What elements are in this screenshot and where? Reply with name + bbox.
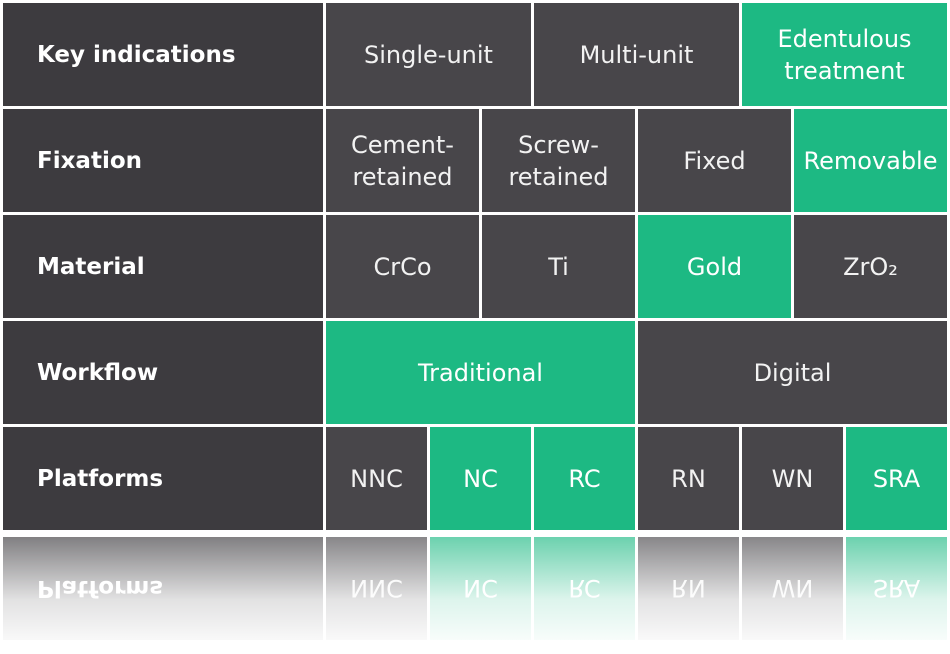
option-crco[interactable]: CrCo [326, 215, 479, 318]
option-ti[interactable]: Ti [482, 215, 635, 318]
row-fixation: Fixation Cement-retained Screw-retained … [3, 109, 947, 212]
row-label-key-indications: Key indications [3, 3, 323, 106]
reflection-fade [3, 537, 947, 651]
option-nc[interactable]: NC [430, 427, 531, 530]
option-screw-retained[interactable]: Screw-retained [482, 109, 635, 212]
option-removable[interactable]: Removable [794, 109, 947, 212]
row-label-fixation: Fixation [3, 109, 323, 212]
option-multi-unit[interactable]: Multi-unit [534, 3, 739, 106]
row-workflow: Workflow Traditional Digital [3, 321, 947, 424]
option-cement-retained[interactable]: Cement-retained [326, 109, 479, 212]
row-key-indications: Key indications Single-unit Multi-unit E… [3, 3, 947, 106]
option-gold[interactable]: Gold [638, 215, 791, 318]
option-edentulous-treatment[interactable]: Edentulous treatment [742, 3, 947, 106]
row-platforms: Platforms NNC NC RC RN WN SRA [3, 427, 947, 530]
option-wn[interactable]: WN [742, 427, 843, 530]
option-nnc[interactable]: NNC [326, 427, 427, 530]
option-sra[interactable]: SRA [846, 427, 947, 530]
option-digital[interactable]: Digital [638, 321, 947, 424]
option-fixed[interactable]: Fixed [638, 109, 791, 212]
option-rn[interactable]: RN [638, 427, 739, 530]
option-traditional[interactable]: Traditional [326, 321, 635, 424]
row-label-platforms: Platforms [3, 427, 323, 530]
option-single-unit[interactable]: Single-unit [326, 3, 531, 106]
option-zro2[interactable]: ZrO₂ [794, 215, 947, 318]
option-rc[interactable]: RC [534, 427, 635, 530]
row-label-material: Material [3, 215, 323, 318]
platforms-reflection: Platforms NNC NC RC RN WN SRA [3, 537, 947, 651]
row-material: Material CrCo Ti Gold ZrO₂ [3, 215, 947, 318]
row-label-workflow: Workflow [3, 321, 323, 424]
